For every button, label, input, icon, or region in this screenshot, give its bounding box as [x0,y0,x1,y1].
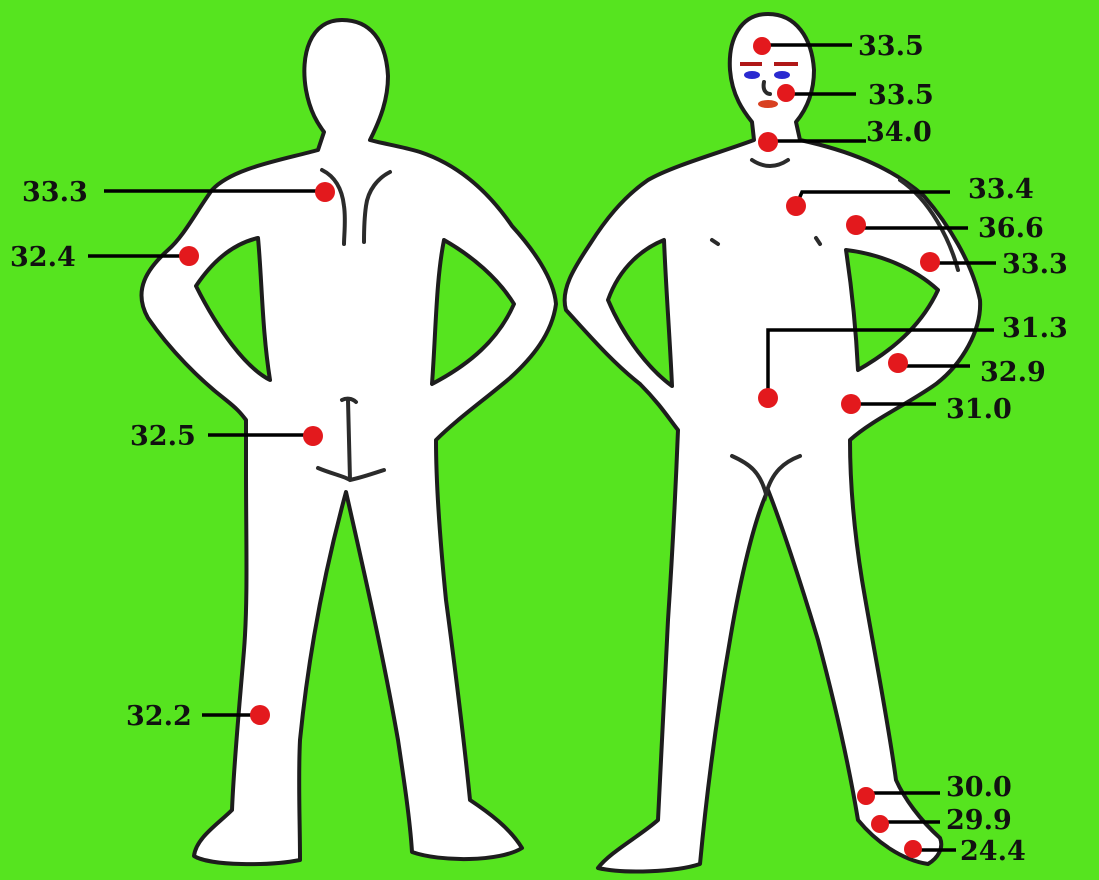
back-view-figure: 33.3 32.4 32.5 32.2 [10,20,556,864]
back-upper-back-marker [315,182,335,202]
front-neck-marker [758,132,778,152]
front-foot-marker [871,815,889,833]
front-forehead-label: 33.5 [858,31,924,62]
front-cheek-label: 33.5 [868,80,934,111]
front-ankle-label: 30.0 [946,772,1012,803]
front-chest-marker [786,196,806,216]
back-upper-arm-label: 32.4 [10,242,76,273]
front-upper-arm-marker [920,252,940,272]
front-mouth [758,100,778,108]
front-ankle-marker [857,787,875,805]
front-forehead-marker [753,37,771,55]
front-left-eye [744,71,760,79]
front-toe-marker [904,840,922,858]
front-chest-label: 33.4 [968,174,1034,205]
front-forearm-marker [888,353,908,373]
back-buttock-marker [303,426,323,446]
front-armpit-label: 36.6 [978,213,1044,244]
back-upper-arm-marker [179,246,199,266]
back-calf-marker [250,705,270,725]
front-abdomen-label: 31.3 [1002,313,1068,344]
front-forearm-label: 32.9 [980,357,1046,388]
front-armpit-marker [846,215,866,235]
back-calf-label: 32.2 [126,701,192,732]
front-toe-label: 24.4 [960,836,1026,867]
front-hand-marker [841,394,861,414]
front-upper-arm-label: 33.3 [1002,249,1068,280]
front-foot-label: 29.9 [946,805,1012,836]
front-cheek-marker [777,84,795,102]
back-upper-back-label: 33.3 [22,177,88,208]
front-right-eye [774,71,790,79]
front-view-figure: 33.5 33.5 34.0 33.4 36.6 33.3 31.3 32.9 … [565,14,1068,871]
front-abdomen-marker [758,388,778,408]
front-neck-label: 34.0 [866,117,932,148]
front-hand-label: 31.0 [946,394,1012,425]
back-buttock-label: 32.5 [130,421,196,452]
